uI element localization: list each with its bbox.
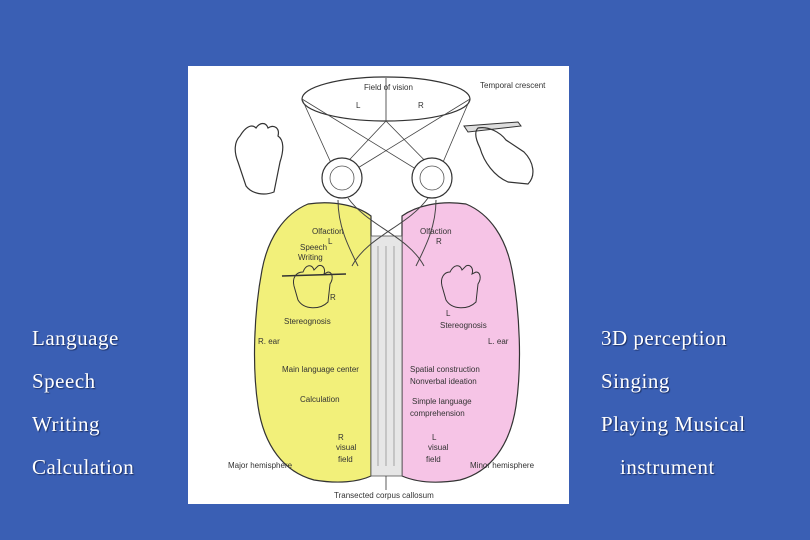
olfaction-left-side: L bbox=[328, 237, 333, 246]
stereognosis-left-label: Stereognosis bbox=[284, 317, 331, 326]
field-left-text: field bbox=[338, 455, 353, 464]
major-hemisphere-label: Major hemisphere bbox=[228, 461, 293, 470]
left-function-item: Language bbox=[32, 326, 119, 350]
split-brain-diagram: Field of vision L R Temporal crescent Ol… bbox=[228, 76, 546, 500]
pen-left-icon bbox=[281, 273, 347, 277]
visual-left-side: R bbox=[338, 433, 344, 442]
field-right-label: R bbox=[418, 101, 424, 110]
optic-chiasm bbox=[337, 197, 437, 267]
olfaction-right-side: R bbox=[436, 237, 442, 246]
stereognosis-hand-right bbox=[441, 265, 481, 309]
spatial-construction-label: Spatial construction bbox=[410, 365, 480, 374]
writing-label: Writing bbox=[298, 253, 323, 262]
corpus-callosum bbox=[370, 235, 403, 477]
corpus-callosum-label: Transected corpus callosum bbox=[334, 491, 434, 500]
temporal-crescent-label: Temporal crescent bbox=[480, 81, 546, 90]
visual-right-label: visual bbox=[428, 443, 449, 452]
left-function-item: Speech bbox=[32, 369, 96, 393]
visual-right-side: L bbox=[432, 433, 437, 442]
right-function-item: instrument bbox=[620, 455, 715, 479]
pen-icon bbox=[463, 121, 522, 133]
nonverbal-ideation-label: Nonverbal ideation bbox=[410, 377, 477, 386]
left-eye bbox=[321, 157, 363, 199]
right-hemisphere bbox=[401, 202, 521, 483]
right-hemisphere-function-list: 3D perception Singing Playing Musical in… bbox=[601, 318, 746, 490]
comprehension-label: comprehension bbox=[410, 409, 465, 418]
split-brain-figure: Field of vision L R Temporal crescent Ol… bbox=[188, 66, 569, 504]
left-function-item: Writing bbox=[32, 412, 100, 436]
right-function-item: Singing bbox=[601, 369, 670, 393]
visual-left-label: visual bbox=[336, 443, 357, 452]
minor-hemisphere-label: Minor hemisphere bbox=[470, 461, 535, 470]
simple-language-label: Simple language bbox=[412, 397, 472, 406]
stereognosis-hand-left bbox=[293, 265, 333, 309]
hand-right-side: L bbox=[446, 309, 451, 318]
ear-left-label: R. ear bbox=[258, 337, 280, 346]
calculation-label: Calculation bbox=[300, 395, 340, 404]
ear-right-label: L. ear bbox=[488, 337, 509, 346]
right-eye bbox=[411, 157, 453, 199]
left-hemisphere-function-list: Language Speech Writing Calculation bbox=[32, 318, 134, 490]
right-hand-icon bbox=[475, 127, 534, 185]
olfaction-left-label: Olfaction bbox=[312, 227, 344, 236]
field-left-label: L bbox=[356, 101, 361, 110]
olfaction-right-label: Olfaction bbox=[420, 227, 452, 236]
left-function-item: Calculation bbox=[32, 455, 135, 479]
main-language-center-label: Main language center bbox=[282, 365, 359, 374]
field-right-text: field bbox=[426, 455, 441, 464]
stereognosis-right-label: Stereognosis bbox=[440, 321, 487, 330]
right-function-item: Playing Musical bbox=[601, 412, 746, 436]
field-of-vision-label: Field of vision bbox=[364, 83, 413, 92]
left-hand-icon bbox=[234, 122, 284, 195]
hand-left-side: R bbox=[330, 293, 336, 302]
right-function-item: 3D perception bbox=[601, 326, 728, 350]
left-hemisphere bbox=[253, 202, 372, 483]
speech-label: Speech bbox=[300, 243, 327, 252]
